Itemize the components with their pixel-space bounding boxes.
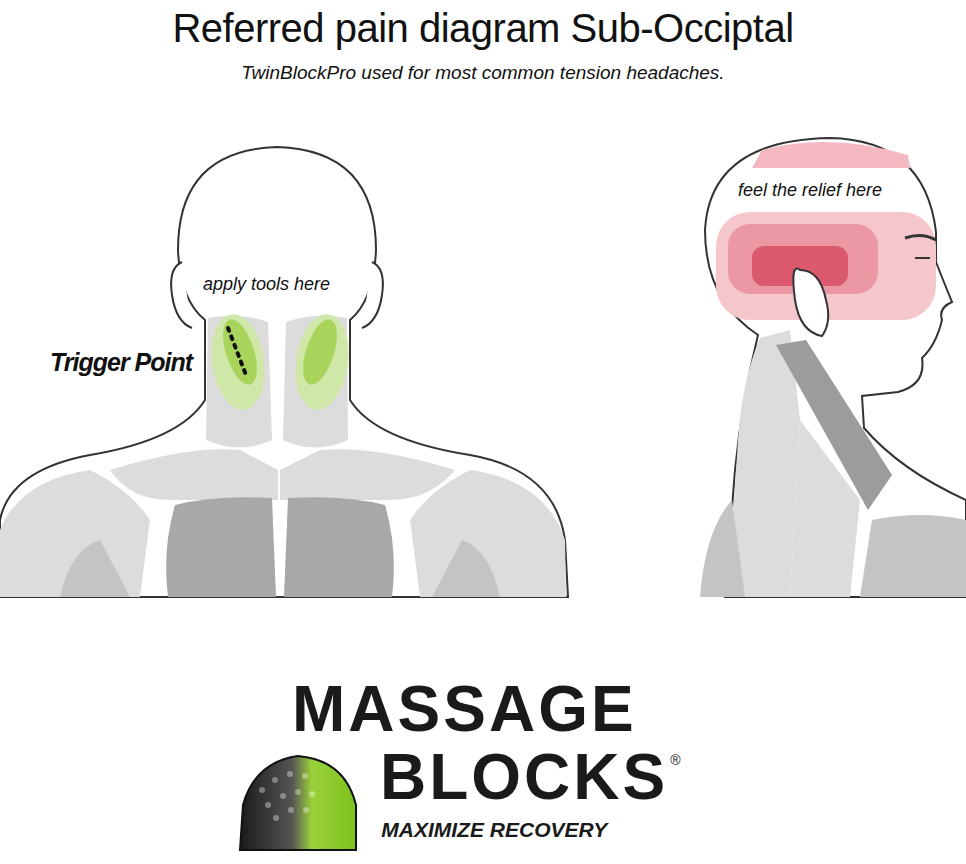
- back-view-figure: [0, 147, 568, 597]
- logo-dome: [240, 756, 356, 850]
- title: Referred pain diagram Sub-Occiptal: [0, 6, 966, 51]
- instruction-label: apply tools here: [203, 274, 330, 295]
- logo-word: MASSAGE: [292, 672, 637, 746]
- logo-tagline: MAXIMIZE RECOVERY: [381, 818, 607, 842]
- side-view-figure: [700, 138, 966, 597]
- trigger-point-label: Trigger Point: [50, 348, 192, 377]
- logo-word: BLOCKS: [380, 740, 668, 814]
- relief-label: feel the relief here: [738, 180, 882, 201]
- caption: TwinBlockPro used for most common tensio…: [0, 62, 966, 84]
- registered-mark: ®: [670, 752, 680, 768]
